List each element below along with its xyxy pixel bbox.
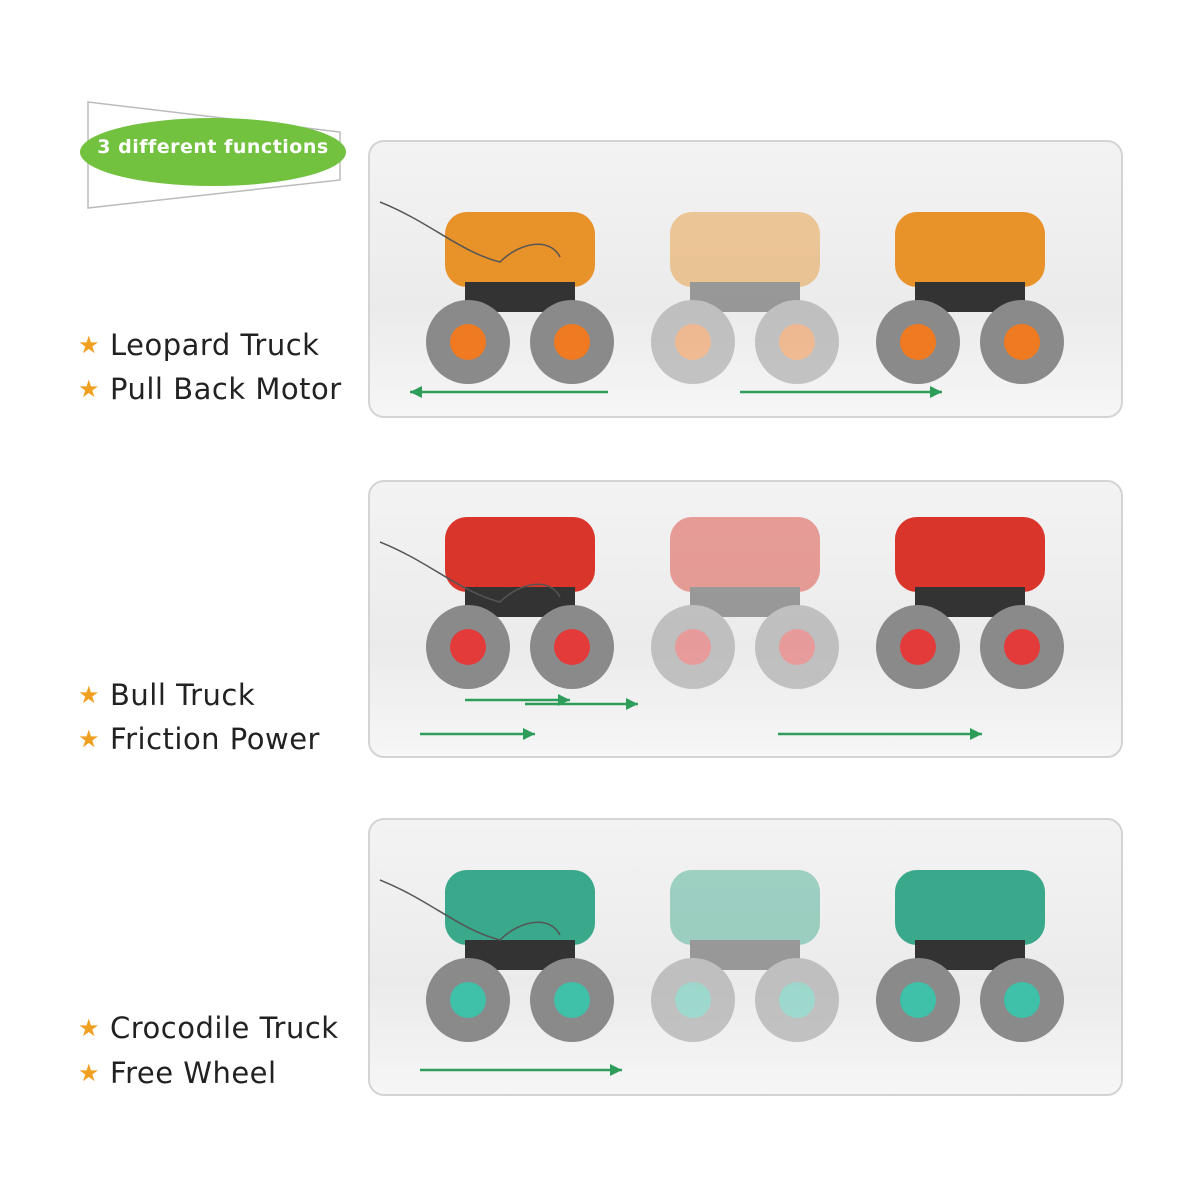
- panel-crocodile: [368, 818, 1123, 1096]
- label-leopard-name: ★Leopard Truck: [78, 328, 320, 362]
- wheel-hub: [900, 982, 936, 1018]
- wheel-tire: [651, 605, 735, 689]
- functions-badge: 3 different functions: [78, 100, 348, 210]
- hand-outline: [379, 201, 561, 263]
- truck-body: [445, 870, 595, 945]
- wheel-tire: [755, 958, 839, 1042]
- truck-body: [895, 870, 1045, 945]
- star-icon: ★: [78, 331, 101, 359]
- badge-text: 3 different functions: [97, 136, 329, 158]
- wheel-tire: [755, 605, 839, 689]
- hand-outline: [379, 541, 561, 603]
- panel-bull: [368, 480, 1123, 758]
- truck-chassis: [690, 587, 800, 617]
- truck-body: [670, 212, 820, 287]
- truck-body: [895, 517, 1045, 592]
- arrow-head: [626, 698, 638, 710]
- arrow-head: [970, 728, 982, 740]
- wheel-hub: [675, 982, 711, 1018]
- truck-toy: [876, 212, 1064, 384]
- truck-toy: [876, 517, 1064, 689]
- wheel-hub: [450, 982, 486, 1018]
- star-icon: ★: [78, 375, 101, 403]
- arrow-head: [930, 386, 942, 398]
- wheel-hub: [450, 629, 486, 665]
- star-icon: ★: [78, 681, 101, 709]
- star-icon: ★: [78, 1014, 101, 1042]
- wheel-hub: [779, 629, 815, 665]
- wheel-hub: [1004, 324, 1040, 360]
- truck-toy: [426, 870, 614, 1042]
- truck-toy: [426, 212, 614, 384]
- wheel-hub: [900, 324, 936, 360]
- truck-toy: [651, 517, 839, 689]
- wheel-hub: [779, 324, 815, 360]
- wheel-hub: [1004, 982, 1040, 1018]
- label-crocodile-feature: ★Free Wheel: [78, 1056, 277, 1090]
- truck-chassis: [690, 940, 800, 970]
- star-icon: ★: [78, 725, 101, 753]
- panel-leopard: [368, 140, 1123, 418]
- arrow-head: [610, 1064, 622, 1076]
- wheel-tire: [755, 300, 839, 384]
- truck-body: [670, 517, 820, 592]
- truck-toy: [651, 870, 839, 1042]
- wheel-hub: [779, 982, 815, 1018]
- arrow-head: [410, 386, 422, 398]
- hand-outline: [379, 879, 561, 941]
- wheel-hub: [554, 324, 590, 360]
- truck-toy: [651, 212, 839, 384]
- truck-toy: [426, 517, 614, 689]
- label-bull-feature: ★Friction Power: [78, 722, 320, 756]
- truck-body: [445, 212, 595, 287]
- wheel-hub: [675, 629, 711, 665]
- truck-body: [445, 517, 595, 592]
- wheel-hub: [554, 629, 590, 665]
- wheel-hub: [1004, 629, 1040, 665]
- wheel-hub: [900, 629, 936, 665]
- truck-body: [670, 870, 820, 945]
- label-leopard-feature: ★Pull Back Motor: [78, 372, 342, 406]
- wheel-hub: [675, 324, 711, 360]
- wheel-hub: [554, 982, 590, 1018]
- wheel-tire: [651, 300, 735, 384]
- wheel-hub: [450, 324, 486, 360]
- label-bull-name: ★Bull Truck: [78, 678, 256, 712]
- badge-shape: [80, 101, 346, 209]
- star-icon: ★: [78, 1059, 101, 1087]
- label-crocodile-name: ★Crocodile Truck: [78, 1011, 339, 1045]
- truck-chassis: [690, 282, 800, 312]
- wheel-tire: [651, 958, 735, 1042]
- truck-body: [895, 212, 1045, 287]
- arrow-head: [523, 728, 535, 740]
- truck-toy: [876, 870, 1064, 1042]
